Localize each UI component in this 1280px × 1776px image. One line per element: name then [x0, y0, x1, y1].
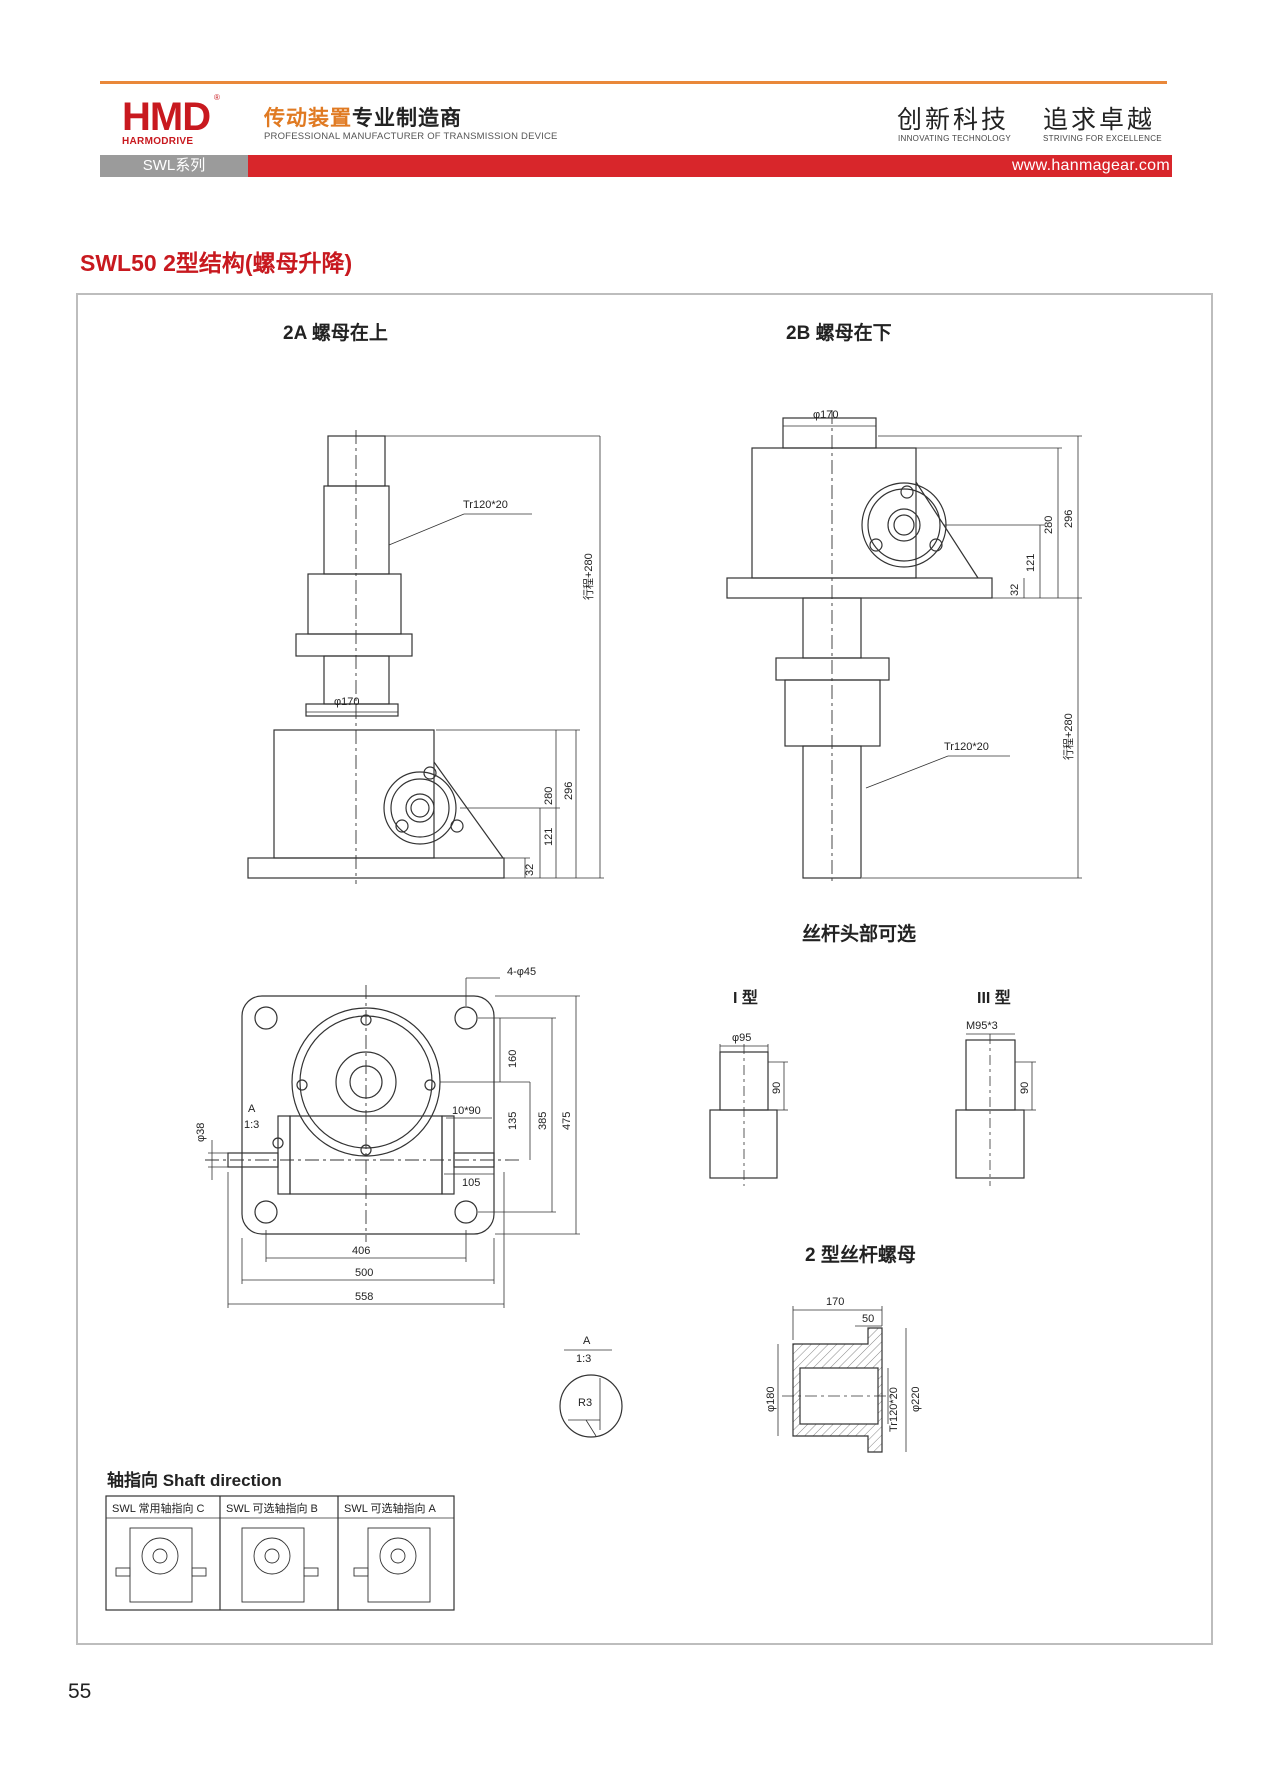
dim-160: 160 [507, 1050, 519, 1068]
type-iii-head-drawing [955, 1033, 1036, 1186]
detail-a-drawing [559, 1349, 623, 1438]
header-accent-line [100, 81, 1167, 84]
drawing-frame [76, 293, 1213, 1645]
detail-a-scale: 1:3 [244, 1119, 259, 1131]
motto-innovation-en: INNOVATING TECHNOLOGY [898, 134, 1011, 143]
view-2b-drawing [726, 410, 1082, 884]
dim-280-2b: 280 [1043, 516, 1055, 534]
logo-wordmark: HARMODRIVE [122, 136, 194, 147]
dim-500: 500 [355, 1267, 373, 1279]
dim-105: 105 [462, 1177, 480, 1189]
dim-stroke-2b: 行程+280 [1062, 713, 1075, 760]
dim-406: 406 [352, 1245, 370, 1257]
screw-head-title: 丝杆头部可选 [802, 924, 917, 945]
dim-holes: 4-φ45 [507, 966, 536, 978]
slogan-highlight: 传动装置 [264, 107, 352, 130]
dim-121-2a: 121 [543, 828, 555, 846]
dim-r3: R3 [578, 1397, 592, 1409]
dim-stroke-2a: 行程+280 [582, 553, 595, 600]
type-iii-label: III 型 [977, 990, 1011, 1007]
dim-32-2b: 32 [1009, 584, 1021, 596]
detail-a-marker: A [248, 1103, 256, 1115]
shaft-col-b: SWL 可选轴指向 B [226, 1501, 318, 1515]
detail-a-title: A [583, 1335, 591, 1347]
header-red-band [248, 155, 1172, 177]
dim-tr-nut: Tr120*20 [888, 1387, 900, 1432]
registered-mark: ® [214, 93, 220, 102]
slogan-rest: 专业制造商 [352, 107, 462, 130]
dim-phi95: φ95 [732, 1032, 751, 1044]
type-i-head-drawing [709, 1044, 788, 1186]
harmodrive-logo: HMD HARMODRIVE [122, 95, 226, 147]
dim-135: 135 [507, 1112, 519, 1130]
view-2a-title: 2A 螺母在上 [283, 323, 388, 344]
dim-m95: M95*3 [966, 1020, 998, 1032]
page-number: 55 [68, 1680, 92, 1703]
shaft-direction-title: 轴指向 Shaft direction [107, 1471, 282, 1490]
nut-section-drawing [777, 1306, 907, 1453]
dim-phi180: φ180 [765, 1387, 777, 1413]
dim-121-2b: 121 [1025, 554, 1037, 572]
dim-phi170-2b: φ170 [813, 409, 839, 421]
section-title: SWL50 2型结构(螺母升降) [80, 250, 353, 276]
dim-90-type-i: 90 [771, 1082, 783, 1094]
dim-170-nut: 170 [826, 1296, 844, 1308]
dim-296-2b: 296 [1063, 510, 1075, 528]
view-2a-drawing [247, 430, 604, 884]
dim-32-2a: 32 [524, 864, 536, 876]
dim-385: 385 [537, 1112, 549, 1130]
dim-280-2a: 280 [543, 787, 555, 805]
website-link[interactable]: www.hanmagear.com [1011, 157, 1170, 174]
dim-tr-2b: Tr120*20 [944, 741, 989, 753]
type-i-label: I 型 [733, 990, 758, 1007]
motto-innovation: 创新科技 [897, 105, 1010, 134]
series-tag: SWL系列 [100, 155, 248, 177]
dim-phi38: φ38 [195, 1123, 207, 1142]
motto-excellence: 追求卓越 [1043, 105, 1156, 134]
shaft-direction-table [105, 1495, 455, 1611]
dim-50-nut: 50 [862, 1313, 874, 1325]
dim-90-type-iii: 90 [1019, 1082, 1031, 1094]
shaft-col-c: SWL 常用轴指向 C [112, 1501, 205, 1515]
dim-phi220: φ220 [910, 1387, 922, 1413]
dim-475: 475 [561, 1112, 573, 1130]
dim-tr-2a: Tr120*20 [463, 499, 508, 511]
plan-view-drawing [205, 977, 580, 1308]
detail-a-title-scale: 1:3 [576, 1353, 591, 1365]
view-2b-title: 2B 螺母在下 [786, 323, 892, 344]
dim-296-2a: 296 [563, 782, 575, 800]
company-slogan-en: PROFESSIONAL MANUFACTURER OF TRANSMISSIO… [264, 131, 558, 142]
dim-phi170-2a: φ170 [334, 696, 360, 708]
motto-excellence-en: STRIVING FOR EXCELLENCE [1043, 134, 1162, 143]
nut-title: 2 型丝杆螺母 [805, 1245, 916, 1266]
shaft-col-a: SWL 可选轴指向 A [344, 1501, 437, 1515]
dim-key: 10*90 [452, 1105, 481, 1117]
company-slogan-cn: 传动装置专业制造商 [264, 102, 462, 132]
logo-mark: HMD [122, 95, 211, 139]
dim-558: 558 [355, 1291, 373, 1303]
